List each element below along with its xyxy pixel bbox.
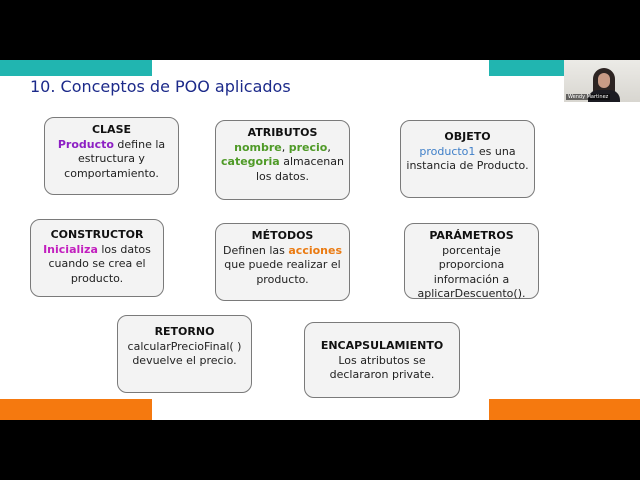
card-constructor-text: los datos cuando se crea el producto. xyxy=(48,242,151,285)
card-parametros-heading: PARÁMETROS xyxy=(429,229,514,242)
card-encapsulamiento-text: Los atributos se declararon private. xyxy=(329,353,435,382)
bottom-right-accent-bar xyxy=(489,399,640,420)
card-retorno-text: calcularPrecioFinal( ) devuelve el preci… xyxy=(127,339,242,368)
bottom-left-accent-bar xyxy=(0,399,152,420)
top-left-accent-bar xyxy=(0,60,152,76)
attr-nombre: nombre xyxy=(234,140,282,154)
attr-sep-1: , xyxy=(281,140,289,154)
card-objeto-heading: OBJETO xyxy=(444,130,491,143)
card-metodos-heading: MÉTODOS xyxy=(251,229,314,242)
participant-face xyxy=(598,73,610,88)
attr-sep-2: , xyxy=(327,140,331,154)
card-encapsulamiento-heading: ENCAPSULAMIENTO xyxy=(320,339,444,352)
card-atributos-heading: ATRIBUTOS xyxy=(247,126,318,139)
attr-categoria: categoria xyxy=(221,155,280,169)
card-retorno: RETORNO calcularPrecioFinal( ) devuelve … xyxy=(117,315,252,393)
card-objeto-highlight: producto1 xyxy=(419,144,476,158)
attr-precio: precio xyxy=(288,140,328,154)
card-parametros-text: porcentaje proporciona información a apl… xyxy=(417,243,526,301)
card-metodos-pre: Definen las xyxy=(222,243,289,257)
card-clase-heading: CLASE xyxy=(91,123,132,136)
participant-name-label: Wendy Martinez xyxy=(566,94,611,100)
slide-title: 10. Conceptos de POO aplicados xyxy=(30,77,291,96)
card-parametros: PARÁMETROS porcentaje proporciona inform… xyxy=(404,223,539,301)
card-objeto-text: es una instancia de Producto. xyxy=(406,144,529,173)
card-constructor: CONSTRUCTOR Inicializa los datos cuando … xyxy=(30,219,164,297)
card-retorno-heading: RETORNO xyxy=(154,325,215,338)
card-metodos: MÉTODOS Definen las acciones que puede r… xyxy=(215,223,350,301)
card-encapsulamiento: ENCAPSULAMIENTO Los atributos se declara… xyxy=(304,322,460,398)
card-objeto: OBJETO producto1 es una instancia de Pro… xyxy=(400,120,535,198)
card-atributos-text: almacenan los datos. xyxy=(255,155,344,183)
card-constructor-heading: CONSTRUCTOR xyxy=(50,228,144,241)
presentation-slide: 10. Conceptos de POO aplicados CLASE Pro… xyxy=(0,60,640,420)
card-atributos: ATRIBUTOS nombre, precio, categoria alma… xyxy=(215,120,350,200)
card-metodos-text: que puede realizar el producto. xyxy=(224,258,341,286)
card-clase-highlight: Producto xyxy=(57,137,114,151)
participant-video-thumbnail[interactable]: Wendy Martinez xyxy=(564,60,640,102)
card-clase-text: define la estructura y comportamiento. xyxy=(64,137,166,180)
card-constructor-highlight: Inicializa xyxy=(43,242,98,256)
card-clase: CLASE Producto define la estructura y co… xyxy=(44,117,179,195)
card-metodos-highlight: acciones xyxy=(288,243,343,257)
